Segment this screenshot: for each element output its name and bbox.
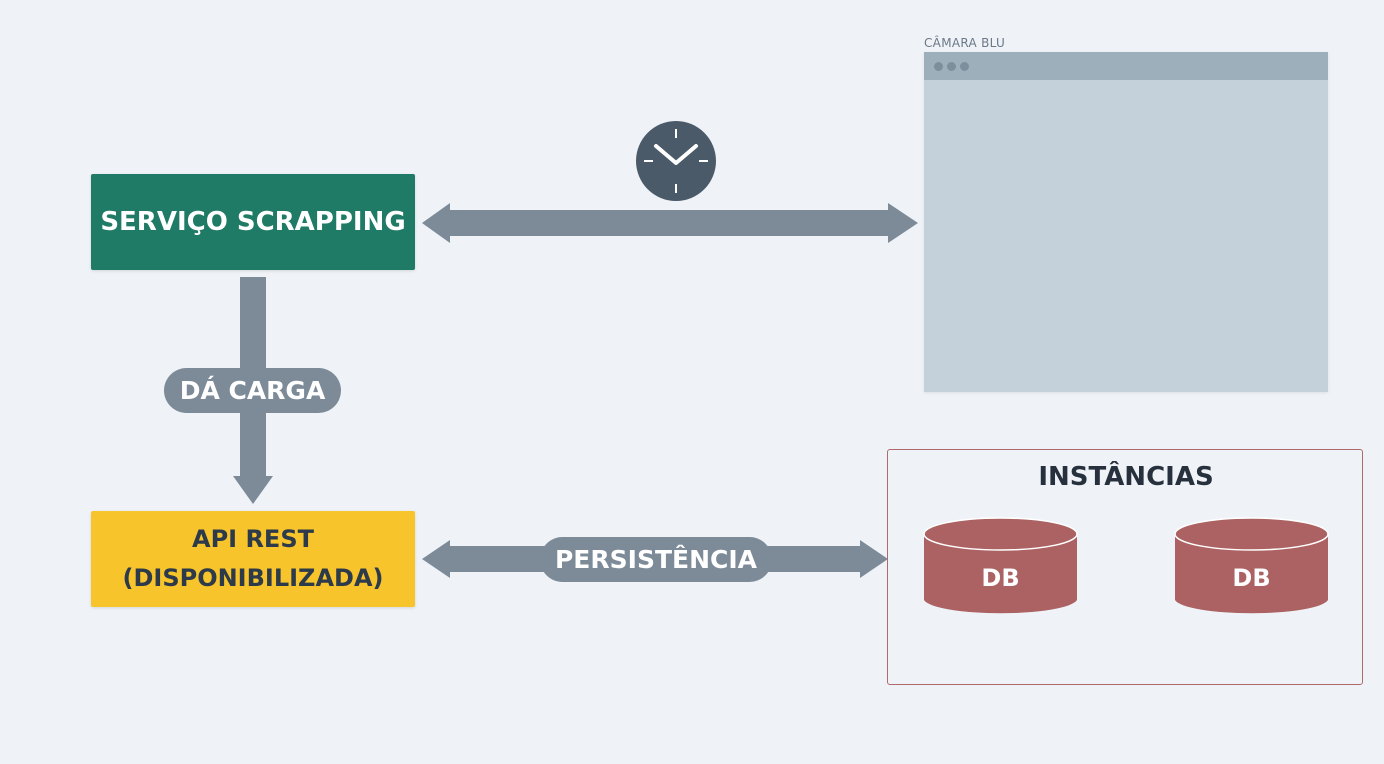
instances-group[interactable]: INSTÂNCIAS: [887, 449, 1363, 685]
browser-title-bar: [924, 52, 1328, 80]
clock-icon: [636, 121, 716, 201]
load-edge-label: DÁ CARGA: [164, 368, 341, 413]
database-icon: [1174, 517, 1329, 614]
window-dot-icon: [947, 62, 956, 71]
api-rest-node[interactable]: API REST (DISPONIBILIZADA): [91, 511, 415, 607]
scrapping-service-node[interactable]: SERVIÇO SCRAPPING: [91, 174, 415, 270]
api-rest-subtitle: (DISPONIBILIZADA): [122, 564, 384, 592]
database-icon: [923, 517, 1078, 614]
browser-window-node[interactable]: [924, 52, 1328, 392]
api-rest-title: API REST: [192, 525, 314, 553]
db-label: DB: [1232, 564, 1271, 592]
persistence-edge-label: PERSISTÊNCIA: [540, 537, 772, 582]
db-label: DB: [981, 564, 1020, 592]
instances-title: INSTÂNCIAS: [1038, 462, 1214, 492]
window-dot-icon: [934, 62, 943, 71]
scrape-arrow: [422, 203, 918, 243]
window-dot-icon: [960, 62, 969, 71]
browser-caption: CÂMARA BLU: [924, 36, 1006, 50]
